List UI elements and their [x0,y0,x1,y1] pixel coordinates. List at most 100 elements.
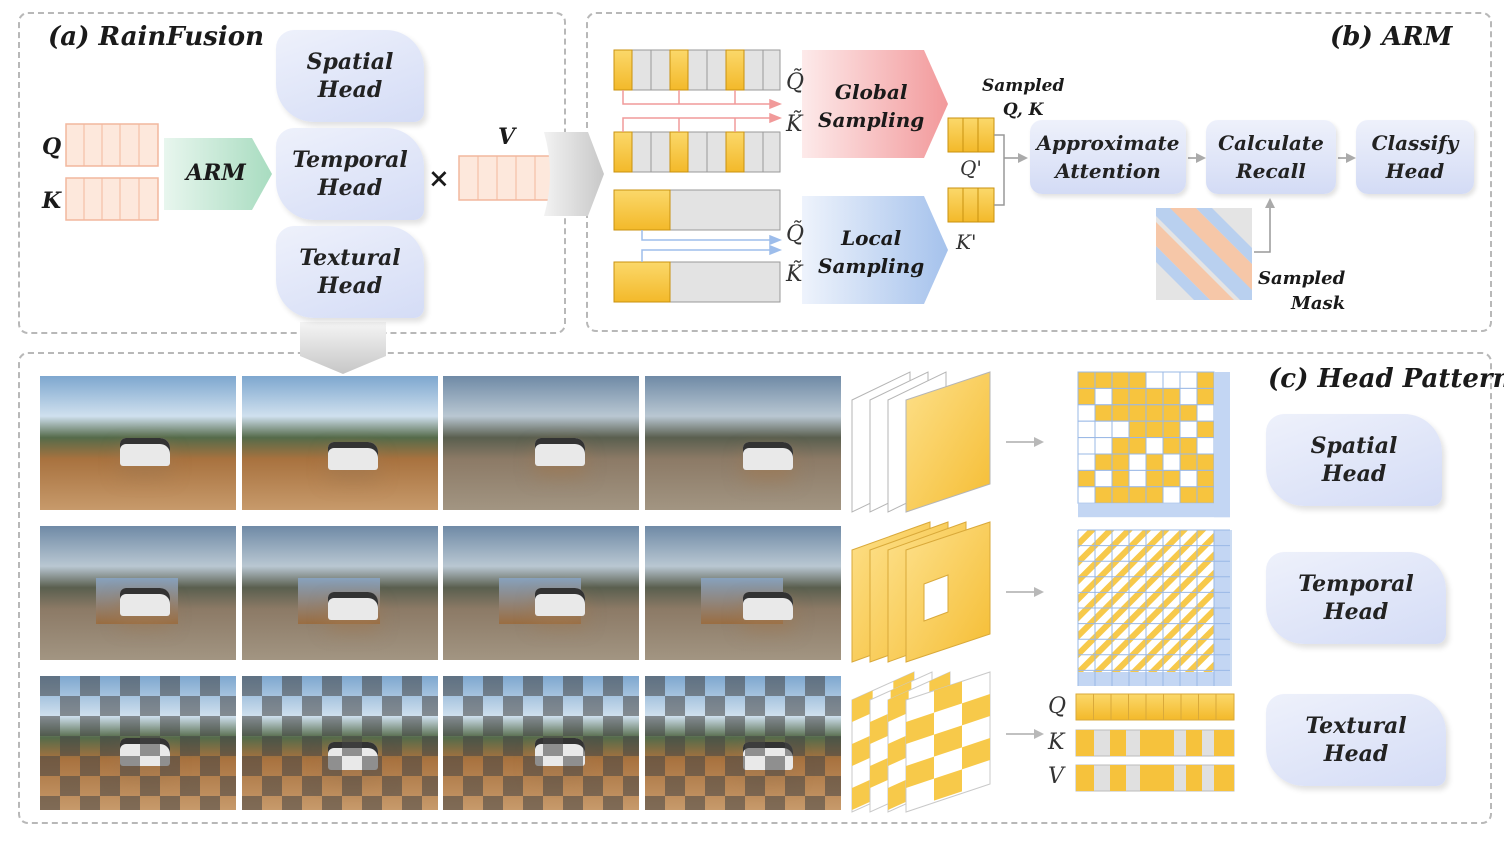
car-shape [535,438,585,466]
checker-cell [785,736,805,756]
spatial-cell [1128,469,1147,488]
local-sampling-arrow [802,196,948,304]
checker-cell [60,776,80,796]
multiply-sign: × [428,164,450,194]
bar-segment [1076,765,1094,791]
spatial-cell [1077,387,1096,406]
q-label: Q [42,134,62,160]
checker-cell [503,776,523,796]
spatial-cell [1162,387,1181,406]
checker-cell [402,796,422,810]
checker-cell [200,676,220,696]
video-frame [40,676,236,810]
checker-cell [463,696,483,716]
arm-arrow [164,138,272,210]
global-sampling-lines [622,90,783,132]
checker-cell [322,796,342,810]
checker-cell [523,756,543,776]
checker-cell [665,776,685,796]
spatial-cell [1196,437,1215,455]
spatial-cell [1111,387,1130,406]
spatial-cell [1094,453,1113,471]
checker-cell [483,796,503,810]
q-token-block [65,123,159,167]
approximate-attention-box: Approximate Attention [1030,120,1186,194]
checker-cell [40,676,60,696]
checker-cell [402,756,422,776]
spatial-cell [1111,371,1130,389]
spatial-cell [1196,371,1215,389]
video-frame [443,376,639,510]
checker-cell [220,696,236,716]
checker-cell [80,756,100,776]
global-sampling-label: Global Sampling [818,80,925,132]
spatial-cell [1196,420,1215,439]
checker-cell [825,776,841,796]
arm-connectors [994,134,1356,253]
checker-cell [422,776,438,796]
checker-square [852,690,873,722]
sampled-mask [1156,208,1252,300]
checker-cell [302,776,322,796]
spatial-cell [1094,486,1113,504]
spatial-cell [1077,469,1096,488]
spatial-cell [1094,387,1113,406]
local-k-tilde: K̃ [786,262,803,287]
checker-cell [80,716,100,736]
spatial-cell [1145,469,1164,488]
bar-segment [1186,765,1202,791]
checker-cell [362,756,382,776]
video-frame [242,676,438,810]
video-frame [645,526,841,660]
checker-cell [180,736,200,756]
checker-cell [523,796,543,810]
spatial-cell [1145,387,1164,406]
checker-cell [140,696,160,716]
checker-cell [583,696,603,716]
car-shape [535,588,585,616]
checker-cell [805,716,825,736]
temporal-planes [851,521,991,663]
spatial-cell [1196,486,1215,504]
spatial-cell [1145,453,1164,471]
checker-cell [765,756,785,776]
spatial-cell [1179,371,1198,389]
checker-cell [805,676,825,696]
spatial-cell [1128,387,1147,406]
checker-cell [745,696,765,716]
spatial-cell [1128,453,1147,471]
checker-cell [725,676,745,696]
checker-cell [563,796,583,810]
checker-square [934,769,962,801]
head-pattern-panel [18,352,1492,824]
checker-cell [765,716,785,736]
spatial-cell [1128,420,1147,439]
spatial-head-box: Spatial Head [276,30,424,122]
local-sampling-label: Local Sampling [818,226,925,278]
checker-cell [785,696,805,716]
checker-square [906,756,934,788]
checker-cell [282,716,302,736]
car-shape [743,592,793,620]
checker-cell [422,736,438,756]
checker-cell [443,796,463,810]
spatial-cell [1077,437,1096,455]
checker-cell [140,736,160,756]
checker-cell [302,696,322,716]
checker-cell [282,676,302,696]
global-q-row [613,49,781,91]
bar-segment [1140,765,1174,791]
checker-cell [100,696,120,716]
checker-cell [685,716,705,736]
pattern-spatial-head: Spatial Head [1266,414,1442,506]
spatial-cell [1077,404,1096,422]
checker-cell [523,716,543,736]
checker-cell [463,776,483,796]
video-frame [40,376,236,510]
global-q-tilde: Q̃ [786,70,805,95]
checker-square [934,725,962,757]
spatial-cell [1179,437,1198,455]
checker-cell [362,796,382,810]
